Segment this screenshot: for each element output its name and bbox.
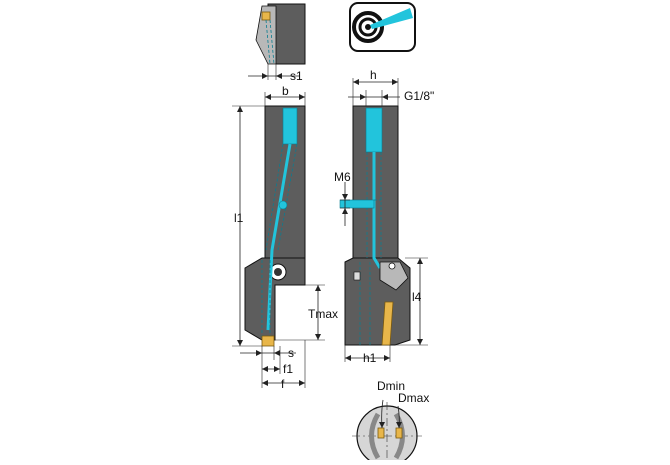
left-insert [261,335,275,347]
label-l1: l1 [234,211,244,225]
label-g18: G1/8" [404,89,434,103]
left-head [244,257,306,341]
top-view-insert [261,11,271,21]
top-view-shank-edge [255,5,277,65]
label-h1: h1 [363,351,377,365]
label-f: f [281,377,285,391]
top-detail-view: s1 [248,3,306,83]
label-m6: M6 [334,170,351,184]
left-coolant-top [282,107,298,145]
right-coolant-top [365,107,383,153]
internal-coolant-icon [349,2,416,52]
label-f1: f1 [283,362,293,376]
label-s: s [288,346,294,360]
face-groove-diagram: Dmin Dmax [352,379,429,465]
m6-port [339,199,375,209]
label-dmax: Dmax [398,391,429,405]
label-tmax: Tmax [308,307,338,321]
label-b: b [282,84,289,98]
label-h: h [370,68,377,82]
label-dmin: Dmin [377,379,405,393]
right-side-view: h G1/8" M6 l4 h1 [334,68,434,365]
label-l4: l4 [412,290,422,304]
label-s1: s1 [290,69,303,83]
left-side-view: b l1 Tmax s f1 f [232,84,338,391]
